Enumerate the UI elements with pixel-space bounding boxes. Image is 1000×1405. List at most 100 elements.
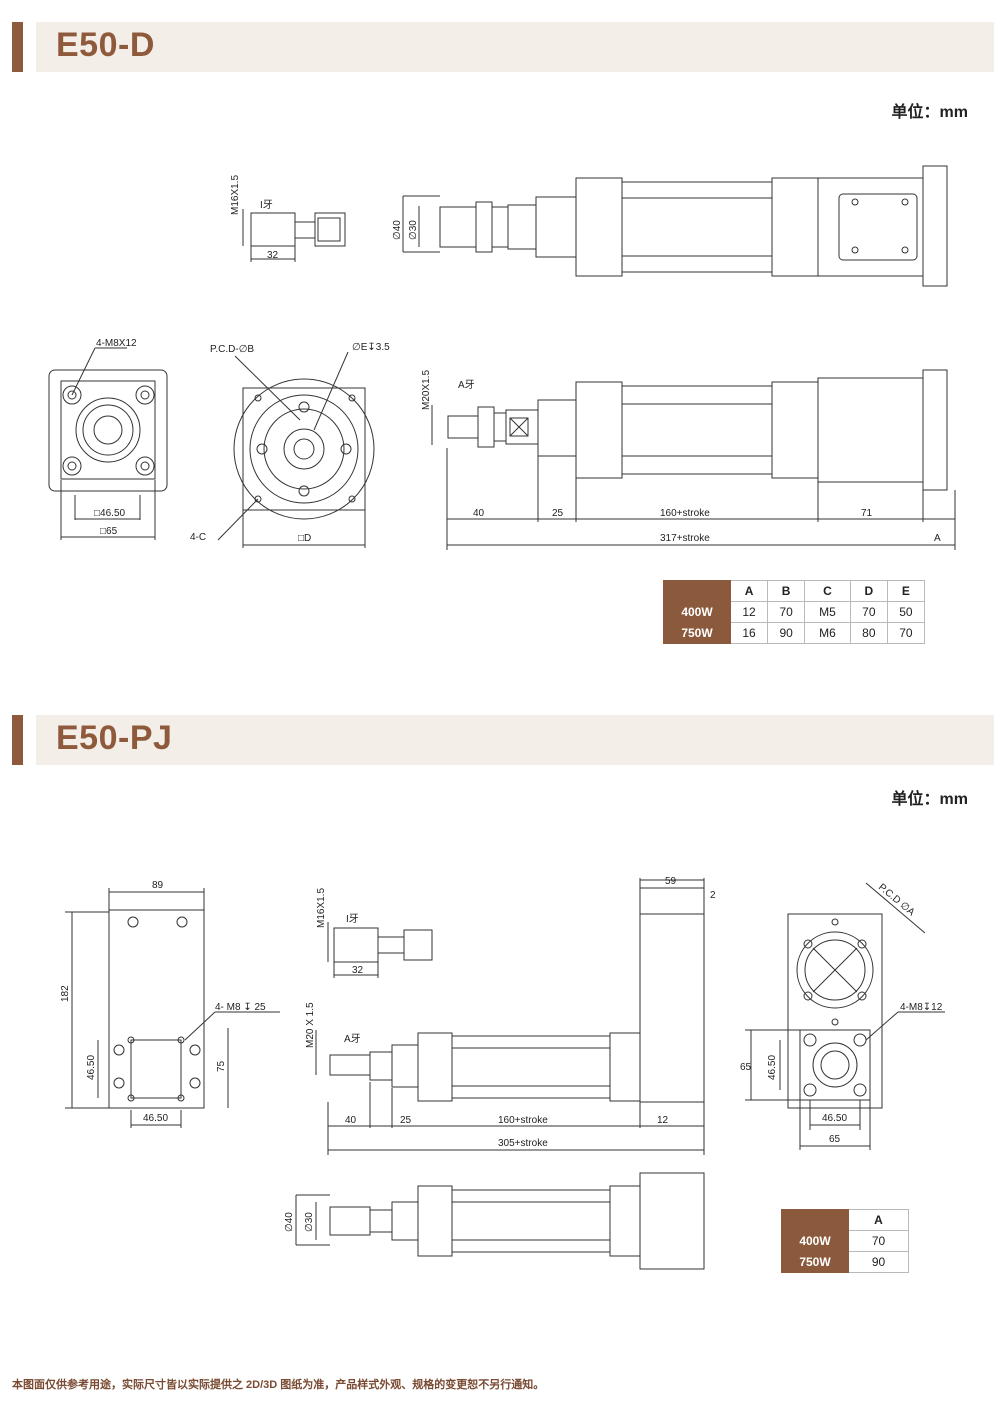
dim-label: ∅30 <box>304 1212 315 1232</box>
dim-label: 89 <box>152 880 164 891</box>
dim-label: A牙 <box>458 379 475 391</box>
dim-label: 32 <box>267 250 279 261</box>
table-cell: M6 <box>804 622 851 644</box>
column-header: B <box>767 580 806 602</box>
column-header: E <box>886 580 926 602</box>
pj-actuator-side-view <box>315 878 705 1155</box>
dim-label: 317+stroke <box>660 533 710 544</box>
table-cell: 80 <box>849 622 888 644</box>
table-corner <box>781 1209 849 1231</box>
section-title: E50-D <box>56 26 155 64</box>
column-header: A <box>729 580 769 602</box>
table-row: 750W 16 90 M6 80 70 <box>663 622 926 644</box>
table-corner <box>663 580 731 602</box>
dim-label: ∅40 <box>284 1212 295 1232</box>
table-cell: 12 <box>729 601 769 623</box>
table-cell: 70 <box>886 622 926 644</box>
dim-label: M20X1.5 <box>421 370 432 410</box>
section-header-e50-d: E50-D <box>12 22 994 72</box>
dim-label: 4-M8↧12 <box>900 1002 943 1013</box>
motor-flange-view <box>217 351 375 548</box>
table-cell: 50 <box>886 601 926 623</box>
dim-label: 4- M8 ↧ 25 <box>215 1002 266 1013</box>
table-cell: 70 <box>849 601 888 623</box>
dim-label: A牙 <box>344 1033 361 1045</box>
actuator-side-view-main <box>431 369 956 550</box>
dim-label: A <box>934 533 941 544</box>
row-header: 750W <box>663 622 731 644</box>
dim-label: 2 <box>710 890 716 901</box>
table-row: 400W 70 <box>781 1230 909 1252</box>
dim-label: ∅E↧3.5 <box>352 342 390 353</box>
dim-label: 46.50 <box>767 1055 778 1080</box>
dim-label: 71 <box>861 508 873 519</box>
dim-label: □46.50 <box>94 508 126 519</box>
pj-mount-plate-view <box>65 888 280 1128</box>
rod-end-drawing-2 <box>327 922 433 978</box>
row-header: 400W <box>663 601 731 623</box>
spec-table-e50-d: A B C D E 400W 12 70 M5 70 50 750W 16 90… <box>663 580 926 644</box>
table-cell: M5 <box>804 601 851 623</box>
dim-label: 59 <box>665 876 677 887</box>
dim-label: 4-C <box>190 532 206 543</box>
dim-label: □65 <box>100 526 118 537</box>
dim-label: I牙 <box>346 913 359 925</box>
dim-label: 46.50 <box>143 1113 168 1124</box>
dim-label: 160+stroke <box>660 508 710 519</box>
dim-label: 65 <box>740 1062 752 1073</box>
header-accent-bar <box>12 22 23 72</box>
table-row: 400W 12 70 M5 70 50 <box>663 601 926 623</box>
dim-label: P.C.D ∅A <box>876 882 917 919</box>
actuator-side-view-top <box>402 165 948 287</box>
header-band <box>36 22 994 72</box>
header-accent-bar <box>12 715 23 765</box>
footer-disclaimer: 本图面仅供参考用途，实际尺寸皆以实际提供之 2D/3D 图纸为准，产品样式外观、… <box>12 1379 545 1391</box>
table-cell: 90 <box>767 622 806 644</box>
dim-label: □D <box>298 533 311 544</box>
pj-actuator-bottom-view <box>295 1172 705 1270</box>
front-flange-view <box>48 347 168 540</box>
dim-label: 46.50 <box>86 1055 97 1080</box>
dim-label: 40 <box>345 1115 357 1126</box>
column-header: D <box>849 580 888 602</box>
table-header-row: A <box>781 1209 909 1231</box>
pj-end-plate-view <box>745 882 945 1150</box>
table-cell: 16 <box>729 622 769 644</box>
dim-label: 182 <box>60 985 71 1002</box>
dim-label: 32 <box>352 965 364 976</box>
row-header: 750W <box>781 1251 849 1273</box>
table-cell: 70 <box>767 601 806 623</box>
dim-label: 160+stroke <box>498 1115 548 1126</box>
spec-table-e50-pj: A 400W 70 750W 90 <box>781 1209 909 1273</box>
dim-label: 4-M8X12 <box>96 338 137 349</box>
row-header: 400W <box>781 1230 849 1252</box>
rod-end-drawing-1 <box>242 209 346 262</box>
dim-label: 305+stroke <box>498 1138 548 1149</box>
dim-label: 40 <box>473 508 485 519</box>
table-row: 750W 90 <box>781 1251 909 1273</box>
dim-label: 12 <box>657 1115 669 1126</box>
dim-label: ∅40 <box>392 220 403 240</box>
unit-label: 单位：mm <box>891 104 968 121</box>
dim-label: 25 <box>400 1115 412 1126</box>
dim-label: 75 <box>216 1060 227 1072</box>
table-cell: 90 <box>848 1251 909 1273</box>
section-title: E50-PJ <box>56 719 173 757</box>
column-header: C <box>804 580 851 602</box>
dim-label: 25 <box>552 508 564 519</box>
column-header: A <box>848 1209 909 1231</box>
dim-label: M16X1.5 <box>316 888 327 928</box>
dim-label: P.C.D-∅B <box>210 344 254 355</box>
header-band <box>36 715 994 765</box>
dim-label: 65 <box>829 1134 841 1145</box>
dim-label: M20 X 1.5 <box>305 1002 316 1048</box>
dim-label: ∅30 <box>408 220 419 240</box>
dim-label: I牙 <box>260 199 273 211</box>
table-header-row: A B C D E <box>663 580 926 602</box>
dim-label: M16X1.5 <box>230 175 241 215</box>
table-cell: 70 <box>848 1230 909 1252</box>
section-header-e50-pj: E50-PJ <box>12 715 994 765</box>
unit-label: 单位：mm <box>891 791 968 808</box>
dim-label: 46.50 <box>822 1113 847 1124</box>
